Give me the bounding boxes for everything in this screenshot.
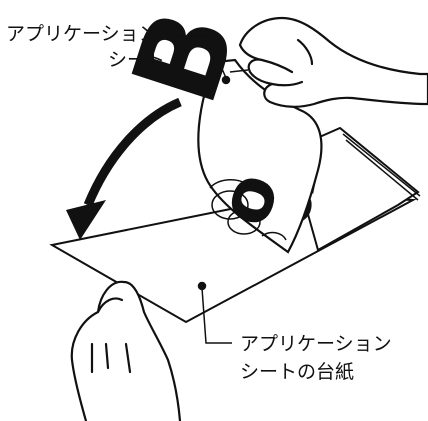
hand-icon [238, 16, 428, 108]
backing-label-line1: アプリケーション [240, 333, 392, 355]
backing-label-line2: シートの台紙 [240, 361, 354, 383]
backing-leader [197, 281, 232, 344]
hand-icon [70, 280, 182, 421]
sheet-label-line2: シート [108, 49, 165, 71]
sheet-leader [170, 35, 231, 85]
curved-arrow-icon [66, 90, 182, 240]
sheet-label-line1: アプリケーション [6, 23, 158, 45]
